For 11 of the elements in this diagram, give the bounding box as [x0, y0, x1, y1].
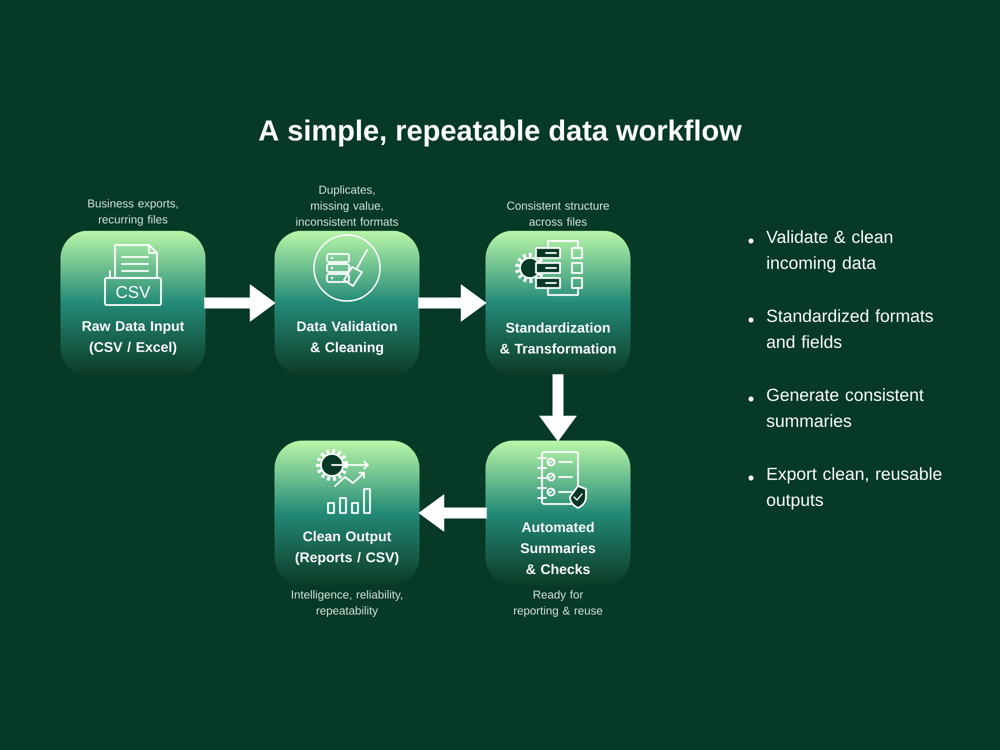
icon-label: CSV — [116, 286, 150, 298]
process-box: Clean Output (Reports / CSV) — [274, 440, 420, 586]
bullet-item: Generate consistent summaries — [748, 388, 924, 428]
node-label: Ready for reporting & reuse — [514, 590, 602, 617]
bullet-item: Validate & clean incoming data — [748, 230, 892, 273]
process-box: Automated Summaries & Checks — [485, 440, 630, 586]
process-box: Data Validation & Cleaning — [274, 230, 420, 376]
title: A simple, repeatable data workflow — [259, 119, 742, 147]
bullet-item: Standardized formats and fields — [748, 309, 933, 348]
node-label: Intelligence, reliability, repeatability — [292, 590, 402, 617]
bullet-item: Export clean, reusable outputs — [748, 467, 942, 510]
